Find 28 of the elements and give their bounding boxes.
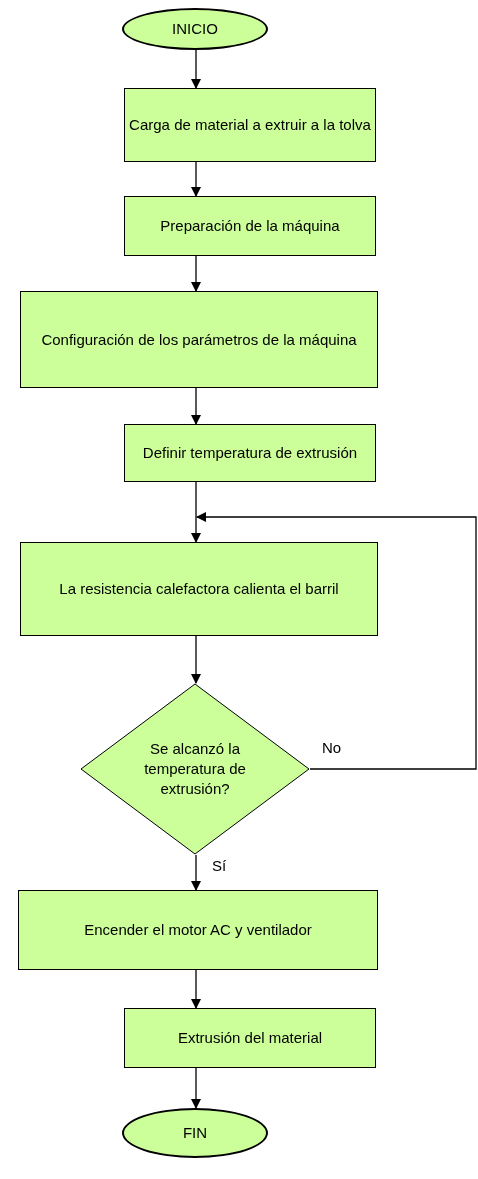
process-box xyxy=(20,542,378,636)
arrow xyxy=(191,387,201,425)
process-box xyxy=(20,291,378,388)
arrow xyxy=(191,969,201,1009)
process-box xyxy=(124,1008,376,1068)
process-box xyxy=(124,88,376,162)
node-text: Definir temperatura de extrusión xyxy=(142,443,358,463)
arrow xyxy=(191,1067,201,1109)
process-box xyxy=(18,890,378,970)
node-text: FIN xyxy=(182,1123,208,1143)
arrow xyxy=(191,49,201,89)
node-text: Encender el motor AC y ventilador xyxy=(84,920,312,940)
node-text: Preparación de la máquina xyxy=(160,216,340,236)
process-box xyxy=(124,424,376,482)
node-text: Configuración de los parámetros de la máquina xyxy=(41,329,357,350)
node-text: INICIO xyxy=(172,19,218,39)
decision-diamond xyxy=(80,683,310,855)
node-text: Carga de material a extruir a la tolva xyxy=(129,115,371,135)
arrow xyxy=(191,161,201,197)
arrow xyxy=(191,481,201,543)
arrow xyxy=(191,635,201,684)
node-text: Extrusión del material xyxy=(177,1028,323,1048)
node-text: La resistencia calefactora calienta el barril xyxy=(59,579,339,599)
arrow xyxy=(191,854,201,891)
process-box xyxy=(124,196,376,256)
arrow xyxy=(191,255,201,292)
node-text: Se alcanzó la temperatura de extrusión? xyxy=(143,739,247,799)
arrow xyxy=(196,512,477,770)
